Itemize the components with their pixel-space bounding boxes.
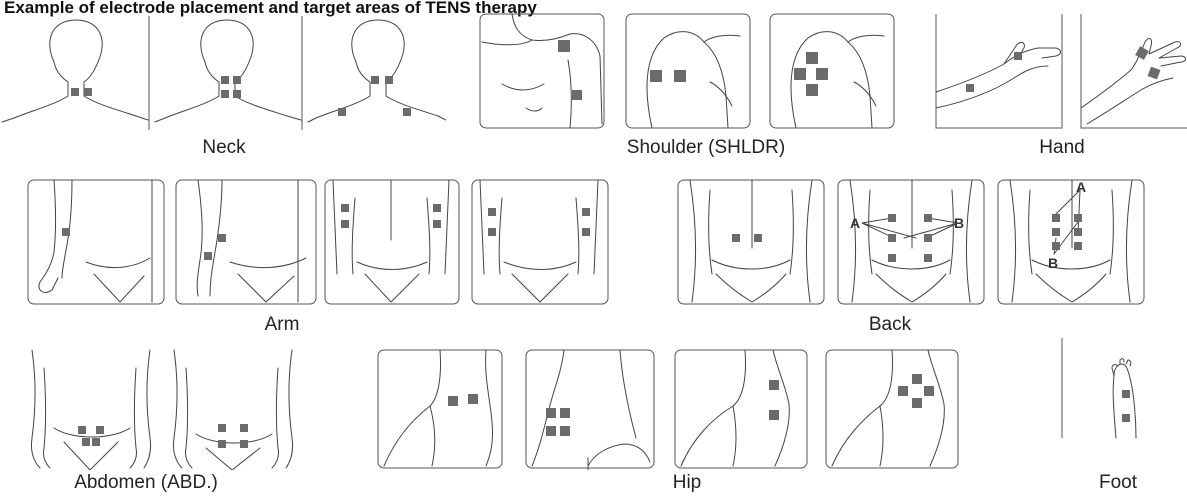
hip-panel-1 [376, 348, 504, 470]
hip-panel-3 [673, 348, 809, 470]
hip-label: Hip [673, 472, 702, 494]
back-label: Back [869, 314, 911, 336]
marker-b-right: B [954, 215, 964, 231]
arm-panel-2 [174, 178, 318, 306]
neck-label: Neck [202, 137, 245, 159]
marker-a-top: A [1076, 179, 1086, 195]
back-panel-3: A B [996, 178, 1146, 306]
neck-panel-1 [0, 12, 150, 130]
shoulder-panel-1 [472, 12, 606, 130]
shoulder-panel-3 [766, 12, 898, 130]
marker-b-bottom: B [1048, 255, 1058, 271]
hand-label: Hand [1039, 137, 1084, 159]
arm-panel-4 [470, 178, 610, 306]
hip-panel-2 [524, 348, 656, 470]
arm-panel-1 [26, 178, 166, 306]
neck-panel-3 [306, 12, 446, 130]
shoulder-label: Shoulder (SHLDR) [627, 137, 785, 159]
foot-label: Foot [1099, 472, 1137, 494]
shoulder-panel-2 [622, 12, 754, 130]
neck-panel-2 [153, 12, 303, 130]
arm-panel-3 [323, 178, 461, 306]
hand-panel-1 [930, 12, 1065, 130]
abdomen-panel-1 [26, 348, 160, 470]
back-panel-1 [676, 178, 826, 306]
marker-a-left: A [850, 215, 860, 231]
abdomen-label: Abdomen (ABD.) [74, 472, 218, 494]
back-panel-2: A B [836, 178, 986, 306]
foot-panel-1 [1056, 334, 1156, 442]
hand-panel-2 [1077, 12, 1187, 130]
abdomen-panel-2 [170, 348, 300, 470]
hip-panel-4 [824, 348, 960, 470]
arm-label: Arm [265, 314, 300, 336]
